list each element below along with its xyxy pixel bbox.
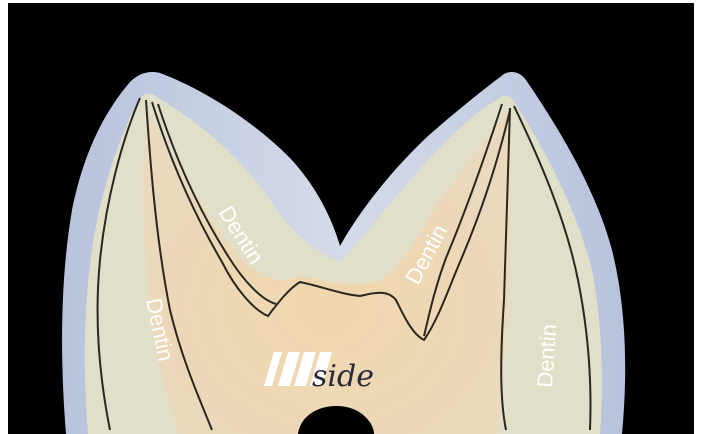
logo-script-text: side xyxy=(312,359,374,394)
dentin-label-4: Dentin xyxy=(532,323,561,388)
